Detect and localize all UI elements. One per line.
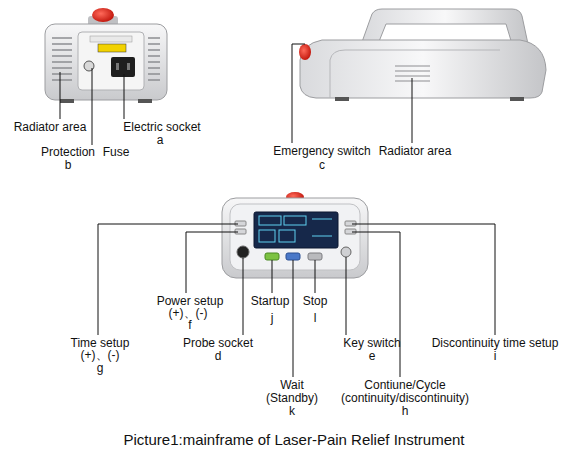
callout-letter: l	[314, 312, 317, 325]
part-label: Discontinuity time setup	[432, 337, 559, 350]
callout-letter: i	[494, 350, 497, 363]
callout-letter: d	[215, 350, 222, 363]
callout-letter: c	[319, 159, 325, 172]
leader-lines	[60, 44, 495, 377]
callout-letter: b	[65, 159, 72, 172]
callout-letter: h	[402, 405, 409, 418]
part-label: (+)、(-)	[169, 307, 208, 320]
part-label: (continuity/discontinuity)	[341, 392, 469, 405]
wait-button	[286, 253, 300, 260]
callout-letter: a	[157, 134, 164, 147]
part-label: Fuse	[103, 146, 130, 159]
callout-letter: g	[97, 362, 104, 375]
part-label: Protection	[41, 146, 95, 159]
callout-letter: e	[369, 350, 376, 363]
part-label: (+)、(-)	[81, 349, 120, 362]
warning-label	[98, 44, 126, 52]
side-view	[299, 9, 546, 101]
carry-handle	[362, 9, 528, 44]
callout-letter: k	[289, 405, 295, 418]
part-label: Probe socket	[183, 337, 253, 350]
part-label: (Standby)	[266, 392, 318, 405]
probe-socket	[237, 246, 249, 258]
part-label: Startup	[251, 295, 290, 308]
screen-digits	[259, 216, 332, 242]
part-label: Electric socket	[123, 121, 200, 134]
power-socket	[111, 57, 135, 77]
part-label: Stop	[303, 295, 328, 308]
part-label: Wait	[280, 379, 304, 392]
callout-letter: f	[188, 319, 191, 332]
emergency-button	[299, 44, 311, 60]
display-screen	[254, 212, 338, 248]
part-label: Key switch	[343, 337, 400, 350]
back-view	[45, 8, 167, 103]
device-body	[45, 24, 167, 100]
stop-button	[308, 253, 322, 260]
part-label: Radiator area	[14, 121, 87, 134]
name-plate	[90, 36, 132, 42]
part-label: Emergency switch	[273, 145, 370, 158]
front-panel	[230, 204, 360, 270]
rear-plate	[78, 32, 144, 90]
part-label: Radiator area	[379, 145, 452, 158]
emergency-button	[92, 8, 114, 22]
startup-button	[265, 253, 279, 260]
callout-letter: j	[271, 312, 274, 325]
key-switch	[341, 247, 351, 257]
figure-caption: Picture1:mainframe of Laser-Pain Relief …	[124, 431, 465, 448]
device-body	[300, 40, 546, 98]
part-label: Contiune/Cycle	[364, 379, 445, 392]
body-seam	[330, 50, 500, 98]
